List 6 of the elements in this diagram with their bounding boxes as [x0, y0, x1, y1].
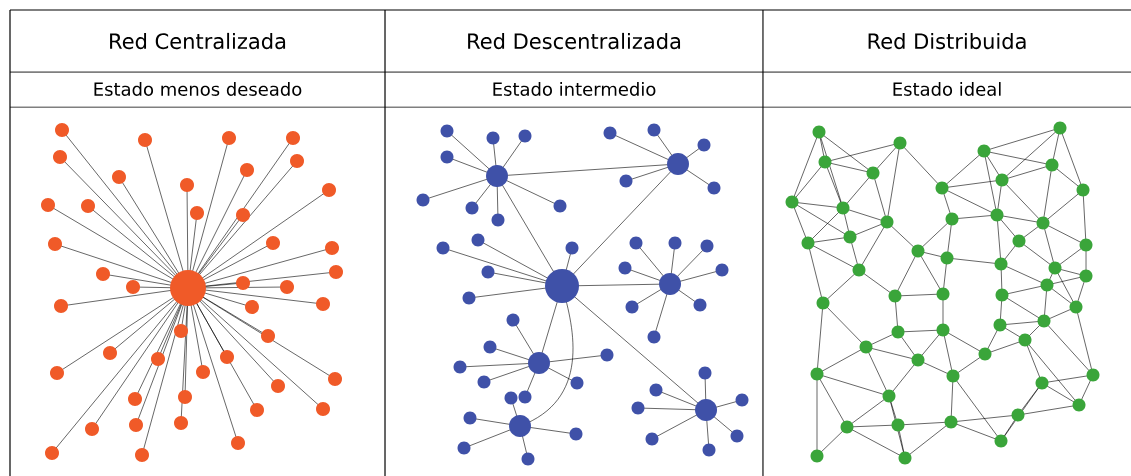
column-heading: Red Descentralizada [468, 32, 681, 50]
subheading: Estado intermedio [493, 82, 656, 96]
subheading: Estado ideal [893, 82, 1001, 96]
column-heading: Red Centralizada [110, 32, 286, 50]
column-heading: Red Distribuida [868, 32, 1026, 50]
subheading: Estado menos deseado [94, 82, 302, 96]
